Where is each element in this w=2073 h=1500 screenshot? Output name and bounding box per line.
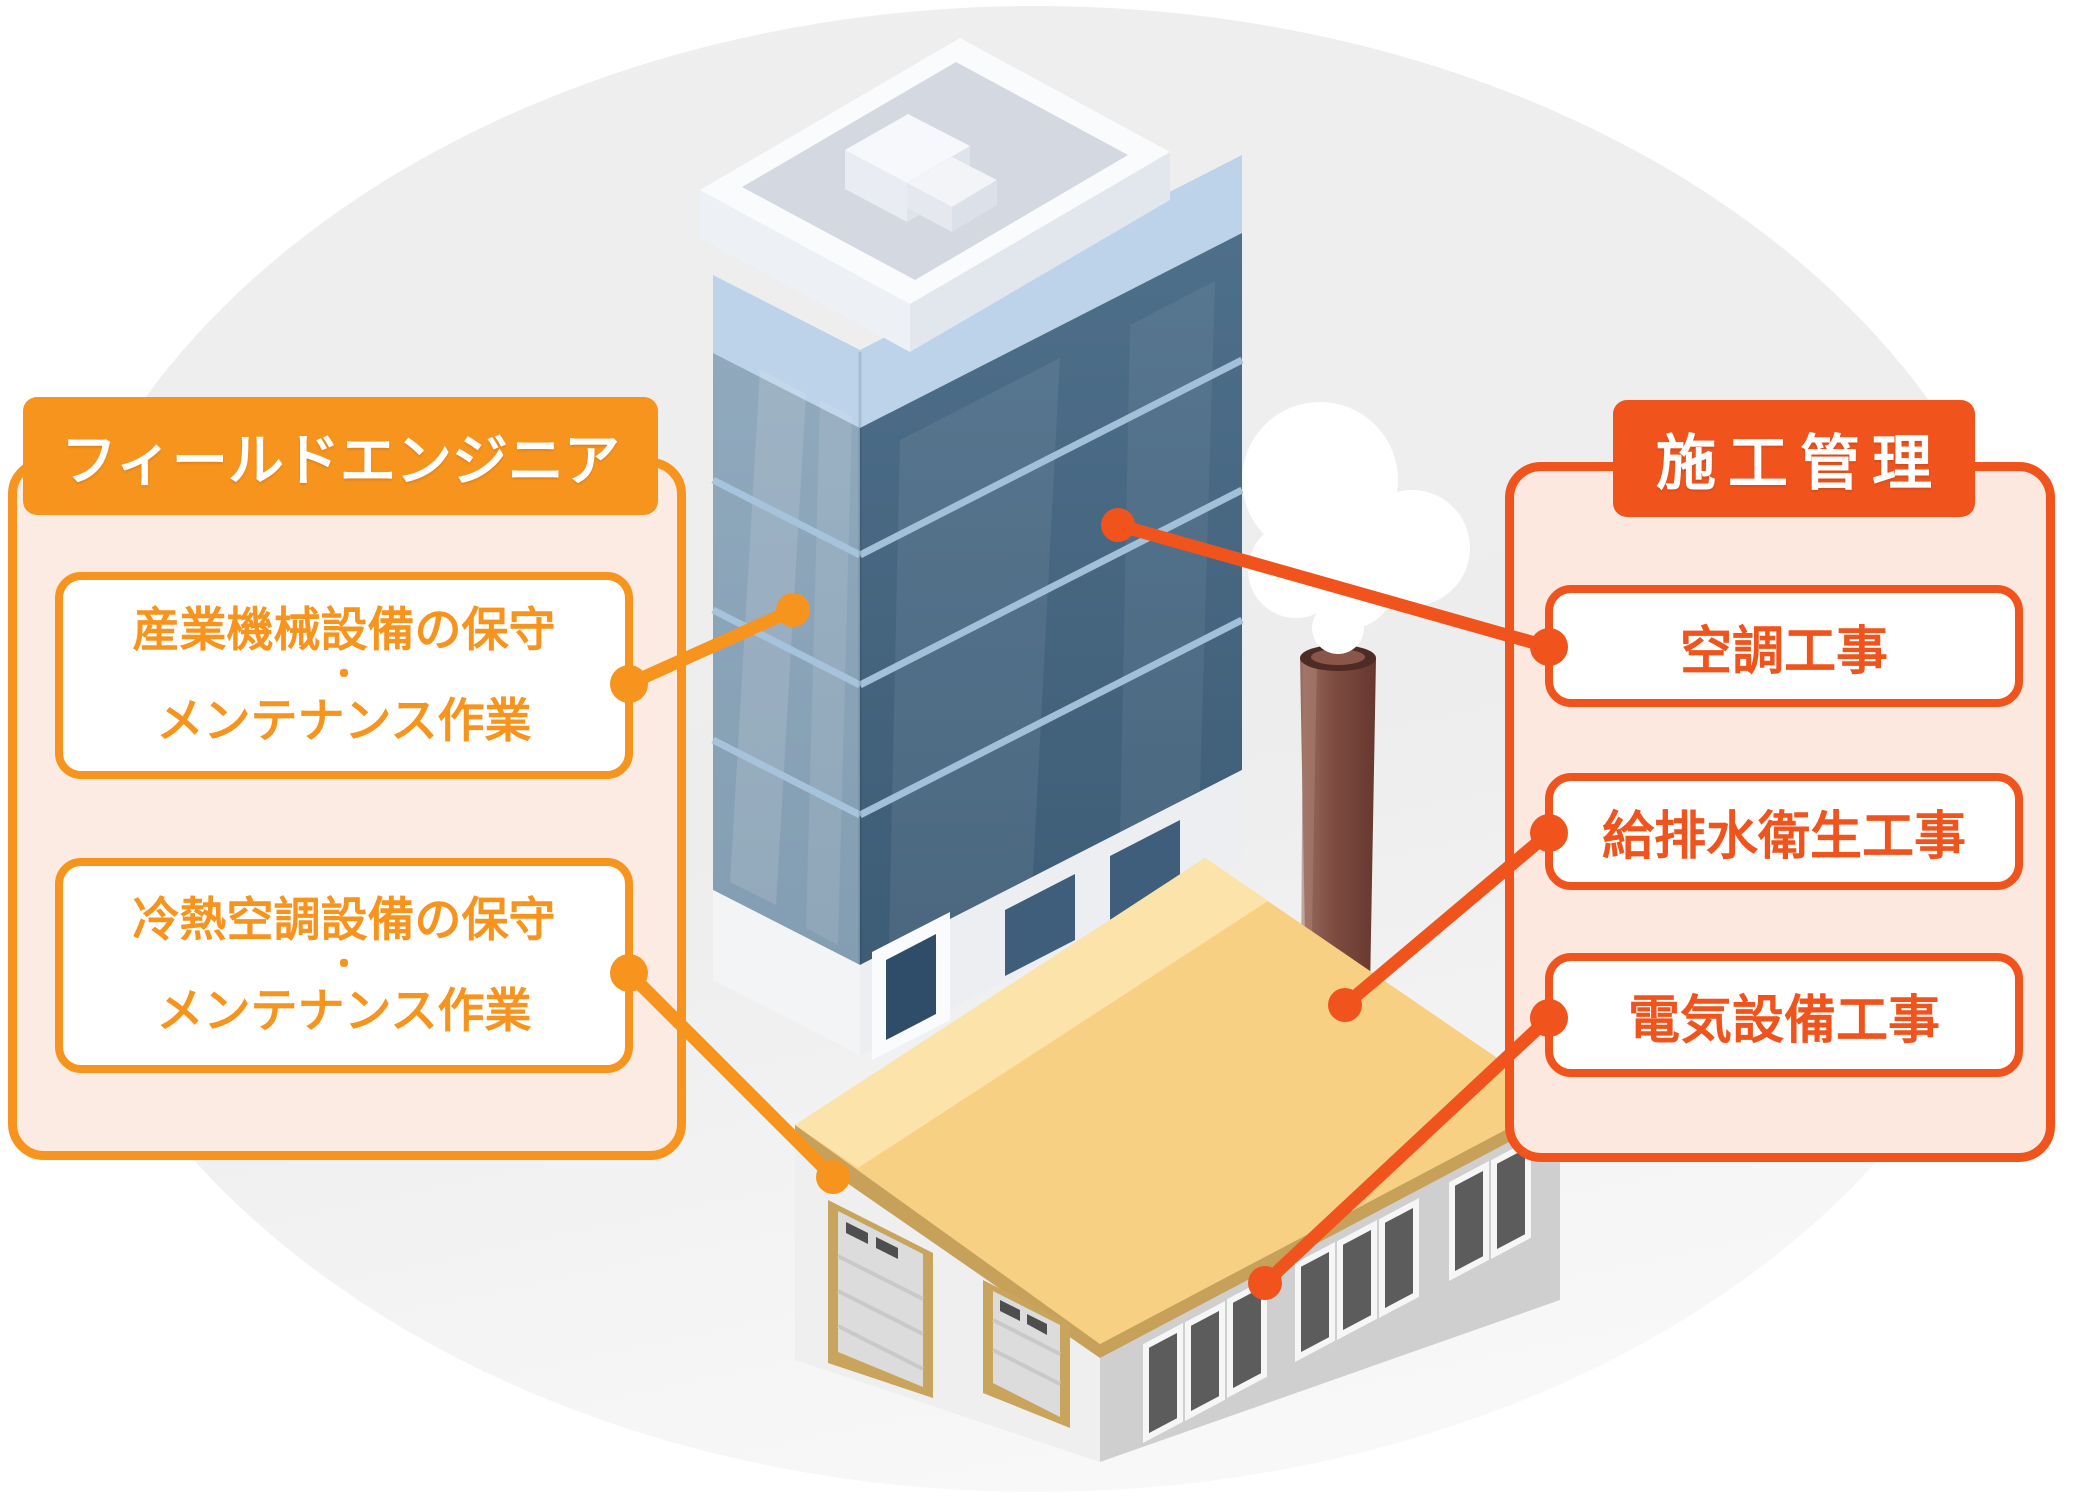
task-card-industrial-machinery: 産業機械設備の保守 ・ メンテナンス作業 [55, 572, 633, 779]
entrance-door [886, 934, 936, 1040]
rooftop-structure [845, 114, 997, 232]
work-card-electrical: 電気設備工事 [1545, 953, 2023, 1077]
task-separator: ・ [327, 656, 361, 695]
construction-management-header-label: 施工管理 [1656, 430, 1944, 497]
work-card-water-sanitation: 給排水衛生工事 [1545, 773, 2023, 890]
task-line1: 産業機械設備の保守 [132, 603, 556, 657]
glass-face-right [860, 233, 1242, 965]
garage-door [828, 1200, 933, 1398]
task-separator: ・ [327, 946, 361, 985]
work-label: 給排水衛生工事 [1601, 808, 1966, 866]
field-engineer-header: フィールドエンジニア [23, 397, 658, 515]
work-card-air-conditioning: 空調工事 [1545, 585, 2023, 707]
task-line1: 冷熱空調設備の保守 [132, 893, 556, 947]
base-window [1005, 874, 1075, 976]
smoke [1242, 402, 1470, 654]
field-engineer-header-label: フィールドエンジニア [61, 428, 620, 492]
construction-management-header: 施工管理 [1613, 400, 1975, 517]
factory-roof-far-slope [795, 858, 1268, 1168]
task-line2: メンテナンス作業 [156, 693, 532, 747]
garage-door [983, 1280, 1070, 1428]
work-label: 電気設備工事 [1627, 991, 1940, 1050]
work-label: 空調工事 [1679, 622, 1888, 681]
task-card-hvac-maintenance: 冷熱空調設備の保守 ・ メンテナンス作業 [55, 858, 633, 1073]
task-line2: メンテナンス作業 [156, 983, 532, 1037]
base-window [1110, 820, 1180, 922]
